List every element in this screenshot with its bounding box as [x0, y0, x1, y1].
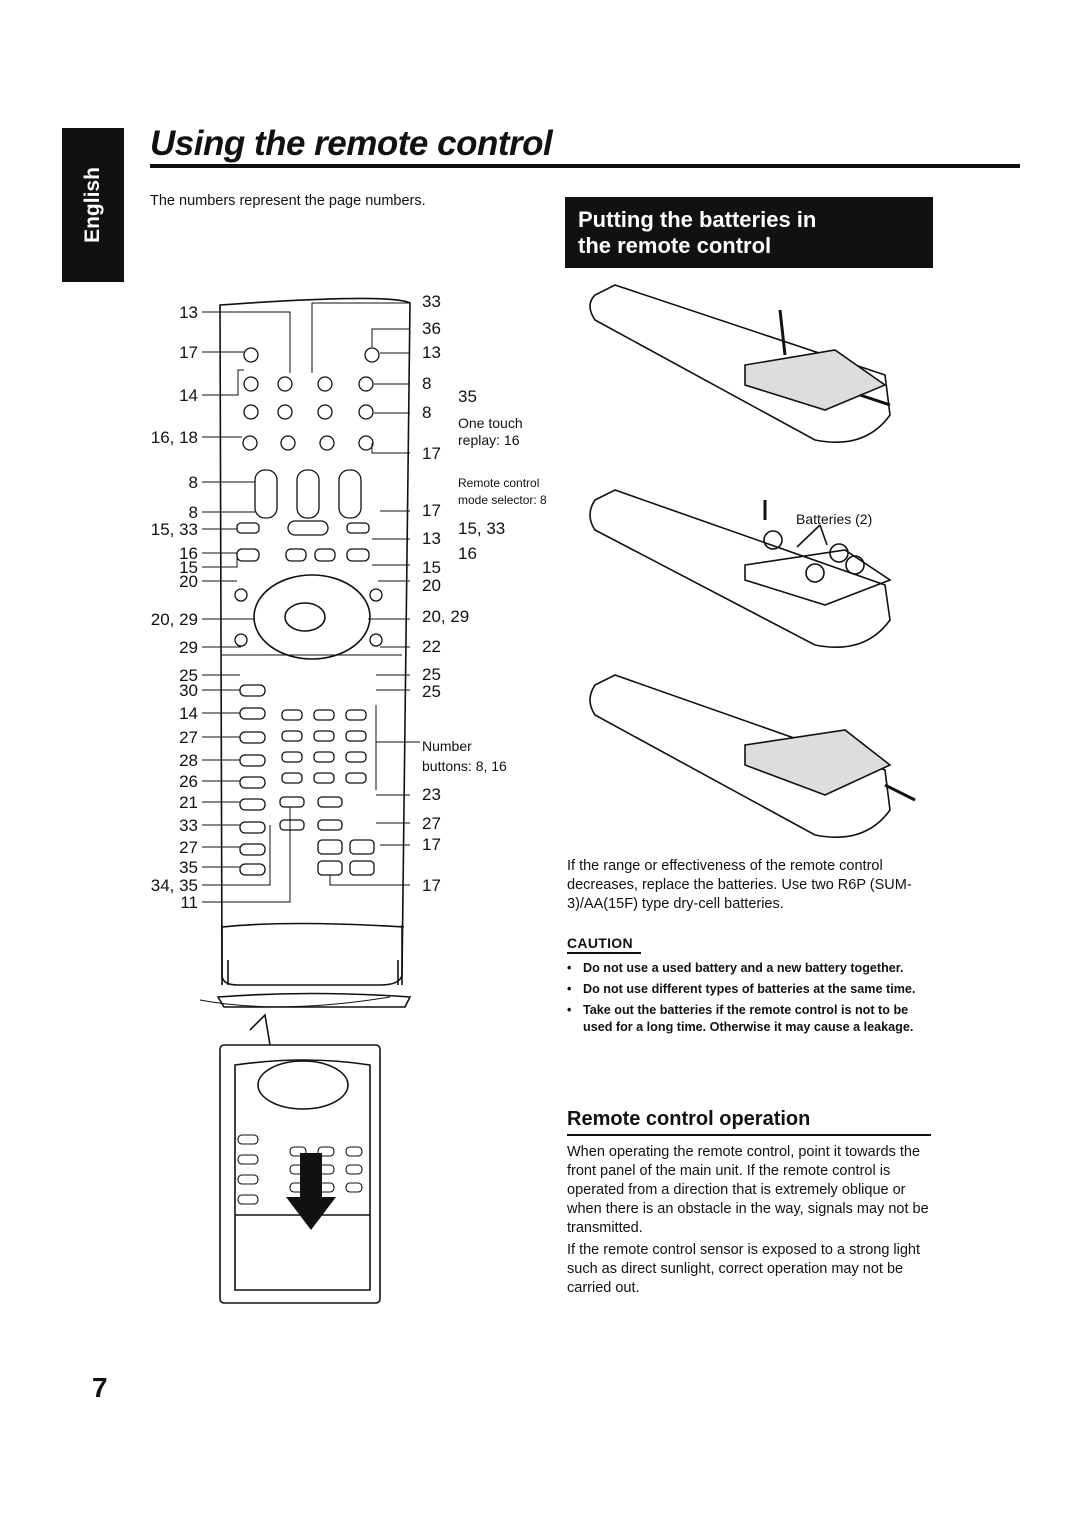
mode-selector-page: mode selector: 8	[458, 493, 547, 507]
caution-heading: CAUTION	[567, 935, 633, 951]
caution-item: Do not use a used battery and a new batt…	[567, 960, 932, 977]
zoom-pointer	[249, 1013, 271, 1046]
remote-back-3	[589, 674, 891, 838]
label-l13: 25	[179, 666, 198, 685]
label-r16: 27	[422, 814, 441, 833]
label-r10: 20	[422, 576, 441, 595]
label-l9: 15	[179, 558, 198, 577]
label-l8: 16	[179, 544, 198, 563]
label-r-extra3: 16	[458, 544, 477, 563]
label-r-extra2: 15, 33	[458, 519, 506, 538]
label-r13: 25	[422, 665, 441, 684]
label-l5: 8	[188, 473, 198, 492]
page-title: Using the remote control	[150, 124, 553, 163]
language-label: English	[81, 167, 104, 243]
label-r2: 36	[422, 319, 441, 338]
one-touch-page: replay: 16	[458, 432, 520, 448]
remote-control-diagram	[199, 297, 420, 1304]
label-r5: 8	[422, 403, 432, 422]
label-r7: 17	[422, 501, 441, 520]
label-l24: 11	[180, 893, 198, 912]
label-l6: 8	[188, 503, 198, 522]
label-r8: 13	[422, 529, 441, 548]
label-l2: 17	[179, 343, 198, 362]
operation-divider	[567, 1134, 931, 1136]
dpad-ring	[253, 574, 371, 660]
label-l4: 16, 18	[150, 428, 198, 447]
label-l10: 20	[179, 572, 198, 591]
label-l14: 30	[179, 681, 198, 700]
battery-paragraph: If the range or effectiveness of the rem…	[567, 858, 912, 912]
slide-down-arrow-icon	[286, 1153, 336, 1230]
operation-paragraph-2: If the remote control sensor is exposed …	[567, 1242, 921, 1296]
intro-note: The numbers represent the page numbers.	[150, 193, 426, 209]
label-r18: 17	[422, 876, 441, 895]
remote-back-1	[589, 284, 891, 443]
batteries-label: Batteries (2)	[796, 511, 873, 527]
label-l1: 13	[179, 303, 198, 322]
battery-illustration	[589, 284, 916, 838]
zoom-frame	[219, 1044, 381, 1304]
battery-section-heading: Putting the batteries in the remote cont…	[565, 197, 933, 268]
operation-paragraph-1: When operating the remote control, point…	[567, 1144, 929, 1236]
label-r6: 17	[422, 444, 441, 463]
label-r3: 13	[422, 343, 441, 362]
label-l18: 26	[179, 772, 198, 791]
label-l21: 27	[179, 838, 198, 857]
label-r12: 22	[422, 637, 441, 656]
label-l12: 29	[179, 638, 198, 657]
mode-selector-label: Remote control	[458, 476, 540, 490]
label-l7: 15, 33	[150, 520, 198, 539]
page-number: 7	[92, 1372, 108, 1403]
battery-heading-line2: the remote control	[578, 233, 772, 258]
label-l20: 33	[179, 816, 198, 835]
label-l22: 35	[179, 858, 198, 877]
number-buttons-page: buttons: 8, 16	[422, 758, 507, 774]
label-r4: 8	[422, 374, 432, 393]
label-r-extra1: 35	[458, 387, 477, 406]
label-r15: 23	[422, 785, 441, 804]
label-r1: 33	[422, 292, 441, 311]
label-r14: 25	[422, 682, 441, 701]
title-divider	[150, 164, 1020, 168]
one-touch-label: One touch	[458, 415, 523, 431]
label-l17: 28	[179, 751, 198, 770]
enter-button	[284, 602, 326, 632]
battery-heading-line1: Putting the batteries in	[578, 207, 817, 232]
caution-list: Do not use a used battery and a new batt…	[567, 960, 932, 1040]
label-l19: 21	[179, 793, 198, 812]
label-r17: 17	[422, 835, 441, 854]
remote-body-outline	[219, 297, 411, 986]
language-tab: English	[62, 128, 124, 282]
label-l11: 20, 29	[150, 610, 198, 629]
caution-item: Do not use different types of batteries …	[567, 981, 932, 998]
label-l16: 27	[179, 728, 198, 747]
number-buttons-label: Number	[422, 738, 472, 754]
label-l3: 14	[179, 386, 198, 405]
label-r9: 15	[422, 558, 441, 577]
label-r11: 20, 29	[422, 607, 470, 626]
operation-heading: Remote control operation	[567, 1108, 811, 1130]
caution-item: Take out the batteries if the remote con…	[567, 1002, 932, 1036]
remote-back-2	[589, 489, 891, 648]
label-l23: 34, 35	[150, 876, 198, 895]
caution-underline	[567, 952, 641, 954]
label-l15: 14	[179, 704, 198, 723]
remote-bottom-edge	[216, 992, 412, 1008]
